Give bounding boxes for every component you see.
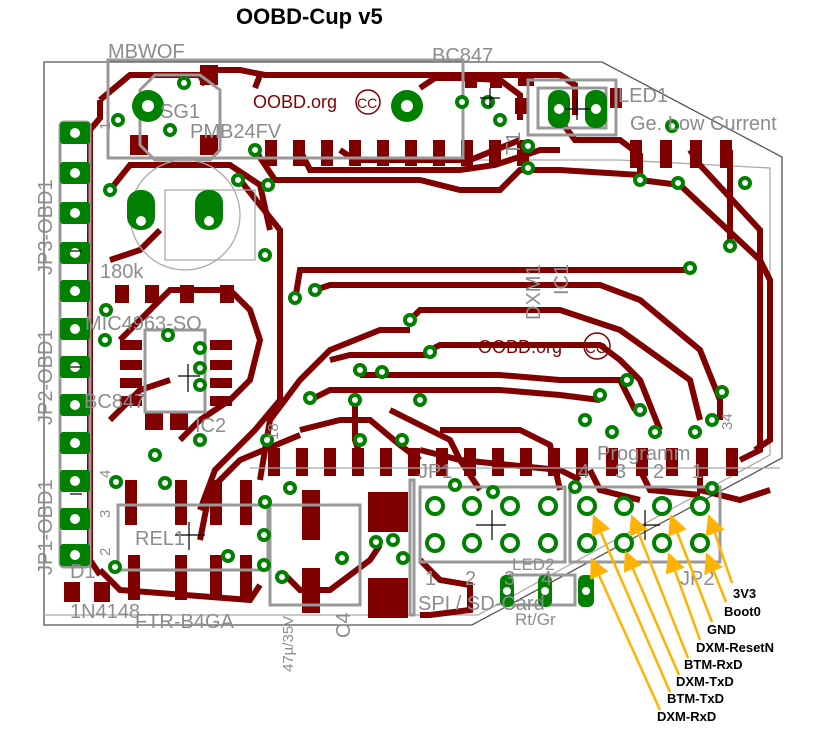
label-pin34: 34 [719,413,736,430]
annotation-boot0: Boot0 [724,604,761,619]
annotation-dxm-rxd: DXM-RxD [657,709,716,724]
label-mic: MIC4963-SO [85,313,202,335]
label-prog-pin-3: 3 [615,461,626,483]
label-ic1: IC1 [551,264,573,295]
label-cap-value: 47µ/35V [280,616,297,672]
label-pmb: PMB24FV [190,121,282,143]
label-bc847-left: BC847 [84,391,145,413]
label-rel1: REL1 [135,528,185,550]
th-pads [60,90,607,607]
annotation-dxm-resetn: DXM-ResetN [696,640,774,655]
annotation-3v3: 3V3 [733,586,756,601]
smd-pads [64,65,738,618]
label-led1-desc: Ge. Low Current [630,113,777,135]
label-mbwof: MBWOF [108,41,185,63]
label-spi-pin-2: 2 [465,568,476,590]
cc-logo-mid [583,332,611,360]
label-ic2: IC2 [195,415,226,437]
label-jp1: JP1 [418,461,452,483]
label-dxm1: DXM1 [523,264,545,320]
label-rtgr: Rt/Gr [515,610,556,629]
label-spi-pin-1: 1 [425,568,436,590]
label-oobd-mid: OOBD.org [478,337,562,357]
label-180k: 180k [100,261,144,283]
label-cc-top: CC [357,95,377,111]
label-spi-sd: SPI / SD-Card [418,593,545,615]
annotation-btm-rxd: BTM-RxD [684,657,743,672]
annotation-gnd: GND [707,622,736,637]
annotation-btm-txd: BTM-TxD [667,691,724,706]
label-prog-pin-2: 2 [653,461,664,483]
label-d1: D1 [70,561,96,583]
label-c4: C4 [333,612,355,638]
label-obd-pin-2: 2 [97,548,114,556]
label-oobd-top: OOBD.org [253,92,337,112]
label-spi-pin-3: 3 [504,568,515,590]
label-programm: Programm [597,443,690,465]
page-title: OOBD-Cup v5 [236,4,383,29]
annotation-dxm-txd: DXM-TxD [676,674,734,689]
label-led2: LED2 [512,555,555,574]
label-obd-pin-3: 3 [97,510,114,518]
label-prog-pin-1: 1 [692,461,703,483]
label-ftr: FTR-B4GA [135,611,235,633]
label-diode: 1N4148 [70,601,140,623]
label-sg1: SG1 [160,101,200,123]
label-obd-pin-4: 4 [97,470,114,478]
label-cc-mid: CC [585,340,607,357]
label-jp2-obd: JP2-OBD1 [35,329,57,425]
label-led1: LED1 [618,85,668,107]
cc-logo-top [355,89,381,115]
label-prog-pin-4: 4 [578,461,589,483]
label-obd-pin-1: 1 [97,122,114,130]
label-jp3-obd: JP3-OBD1 [35,179,57,275]
label-jp1-obd: JP1-OBD1 [35,479,57,575]
label-pin18: 18 [265,423,282,440]
label-spi-pin-4: 4 [541,568,552,590]
annotation-arrows [590,514,734,711]
label-t1: T1 [503,132,525,155]
board-outline [43,61,783,626]
label-bc847-top: BC847 [432,45,493,67]
header-pins [425,496,710,553]
